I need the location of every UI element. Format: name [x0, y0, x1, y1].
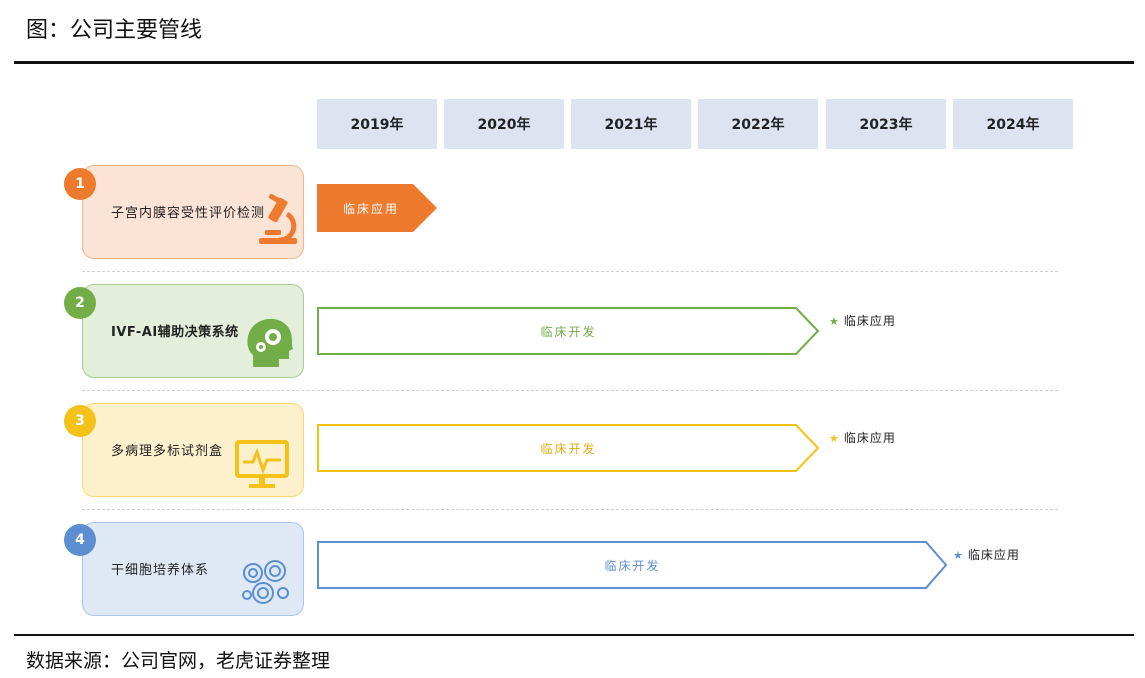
pipeline-number-badge-2: 2 [64, 287, 96, 319]
bar-label: 临床开发 [540, 324, 597, 339]
bar-label: 临床开发 [604, 558, 661, 573]
year-header-2023: 2023年 [826, 99, 946, 149]
bottom-rule [14, 634, 1134, 636]
row-separator [82, 509, 1058, 510]
milestone-label: 临床应用 [967, 548, 1020, 562]
milestone-label: 临床应用 [843, 431, 896, 445]
pipeline-number-badge-4: 4 [64, 524, 96, 556]
pipeline-3-milestone: ★临床应用 [829, 429, 896, 446]
pipeline-number-badge-1: 1 [64, 168, 96, 200]
pipeline-4-milestone: ★临床应用 [953, 546, 1020, 563]
pipeline-4-bar: 临床开发 [317, 541, 948, 589]
pipeline-card-3: 多病理多标试剂盒 [82, 403, 304, 497]
year-header-2022: 2022年 [698, 99, 818, 149]
head-gear-icon [247, 318, 293, 367]
year-header-2019: 2019年 [317, 99, 437, 149]
pipeline-name: IVF-AI辅助决策系统 [111, 325, 239, 340]
star-icon: ★ [829, 432, 840, 445]
pipeline-3-bar: 临床开发 [317, 424, 820, 472]
source-note: 数据来源：公司官网，老虎证券整理 [26, 650, 331, 672]
pipeline-card-4: 干细胞培养体系 [82, 522, 304, 616]
microscope-icon [259, 194, 297, 244]
top-rule [14, 61, 1134, 64]
cells-icon [242, 560, 289, 604]
pipeline-2-bar: 临床开发 [317, 307, 820, 355]
year-header-2020: 2020年 [444, 99, 564, 149]
star-icon: ★ [829, 315, 840, 328]
pipeline-card-1: 子宫内膜容受性评价检测 [82, 165, 304, 259]
pipeline-name: 子宫内膜容受性评价检测 [111, 206, 266, 221]
pipeline-2-milestone: ★临床应用 [829, 312, 896, 329]
milestone-label: 临床应用 [843, 314, 896, 328]
arrow-shape [317, 307, 820, 355]
bar-label: 临床应用 [342, 201, 399, 216]
monitor-pulse-icon [235, 440, 289, 488]
row-separator [82, 271, 1058, 272]
pipeline-name: 干细胞培养体系 [111, 563, 210, 578]
arrow-shape [317, 424, 820, 472]
pipeline-1-bar: 临床应用 [317, 184, 437, 232]
arrow-shape [317, 541, 948, 589]
year-header-2021: 2021年 [571, 99, 691, 149]
pipeline-number-badge-3: 3 [64, 405, 96, 437]
figure-title: 图：公司主要管线 [26, 18, 203, 43]
year-header-2024: 2024年 [953, 99, 1073, 149]
star-icon: ★ [953, 549, 964, 562]
bar-label: 临床开发 [540, 441, 597, 456]
pipeline-card-2: IVF-AI辅助决策系统 [82, 284, 304, 378]
row-separator [82, 390, 1058, 391]
arrow-shape [317, 184, 437, 232]
pipeline-name: 多病理多标试剂盒 [111, 444, 224, 459]
